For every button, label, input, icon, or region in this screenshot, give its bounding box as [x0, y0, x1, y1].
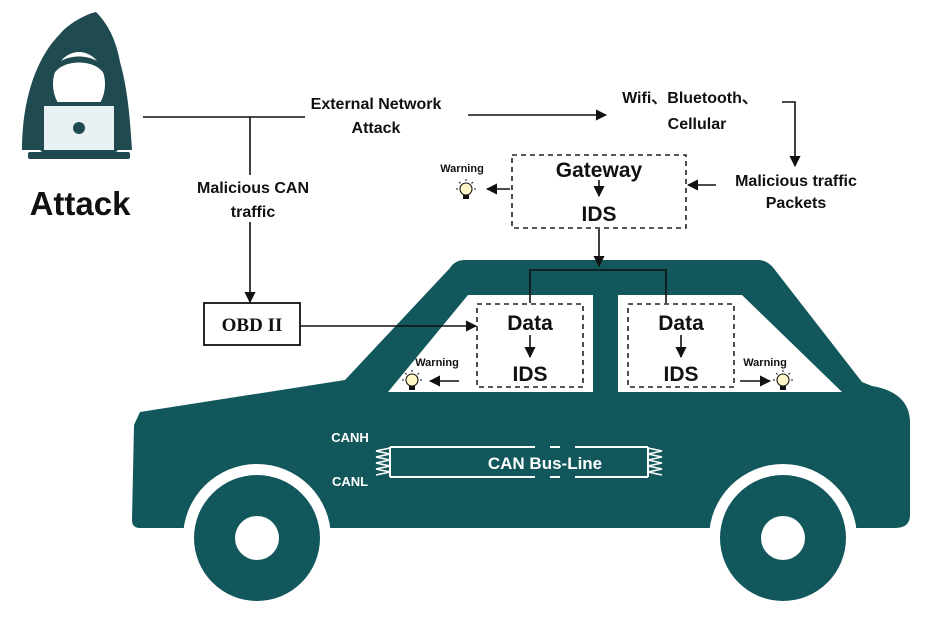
obd-label: OBD II	[222, 315, 283, 336]
gateway-warning-label: Warning	[440, 163, 484, 175]
left-warning-label: Warning	[415, 357, 459, 369]
warning-bulb-icon	[456, 179, 476, 199]
attack-label: Attack	[30, 185, 132, 222]
gateway-ids-label: IDS	[581, 203, 616, 226]
canh-label: CANH	[331, 430, 369, 445]
can-bus	[375, 446, 663, 478]
canl-label: CANL	[332, 474, 368, 489]
gateway-to-ids-lines	[529, 229, 667, 303]
malicious-can-label: Malicious CAN	[197, 180, 309, 197]
wireless-label-2: Cellular	[668, 116, 727, 133]
rear-wheel	[709, 464, 857, 612]
warning-bulb-icon	[773, 370, 793, 390]
gateway-label: Gateway	[556, 159, 643, 182]
right-data-label: Data	[658, 312, 704, 335]
malicious-packets-label: Malicious traffic	[735, 173, 857, 190]
left-data-label: Data	[507, 312, 553, 335]
right-warning-label: Warning	[743, 357, 787, 369]
obd-box	[203, 302, 301, 346]
gateway-ids-box	[511, 154, 687, 229]
warning-bulb-icon	[402, 370, 422, 390]
external-attack-label-2: Attack	[352, 120, 401, 137]
right-ids-label: IDS	[663, 363, 698, 386]
front-wheel	[183, 464, 331, 612]
external-attack-lines	[143, 101, 801, 304]
malicious-packets-label-2: Packets	[766, 195, 827, 212]
left-ids-label: IDS	[512, 363, 547, 386]
malicious-can-label-2: traffic	[231, 204, 276, 221]
right-ids-box	[627, 303, 735, 388]
external-attack-label: External Network	[311, 96, 442, 113]
left-ids-box	[476, 303, 584, 388]
wireless-label: Wifi、Bluetooth、	[622, 90, 758, 107]
hacker-icon	[22, 12, 132, 159]
can-bus-label: CAN Bus-Line	[488, 454, 602, 473]
